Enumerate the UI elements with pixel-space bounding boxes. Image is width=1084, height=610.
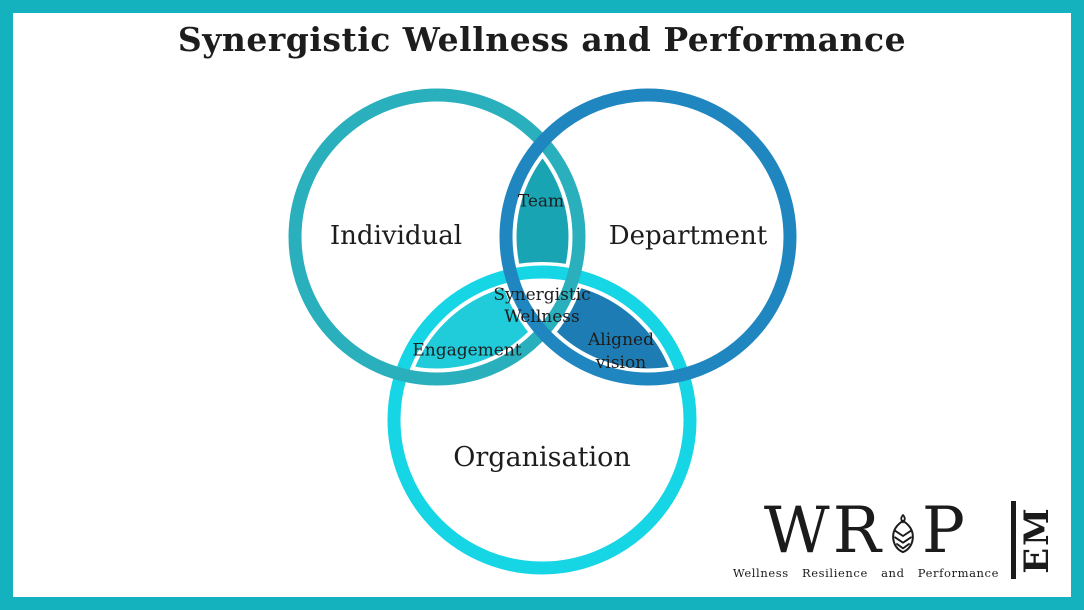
organisation-label: Organisation [453, 442, 631, 474]
aligned-vision-line1: Aligned [588, 330, 654, 350]
team-label: Team [517, 191, 565, 212]
synergistic-wellness-line1: Synergistic [493, 285, 591, 305]
logo-em-text: EM [1017, 505, 1057, 574]
individual-circle [288, 88, 586, 386]
department-label: Department [608, 220, 768, 251]
department-circle [499, 88, 797, 386]
aligned-vision-line2: vision [595, 353, 647, 373]
organisation-circle [387, 265, 697, 575]
synergistic-wellness-line2: Wellness [504, 307, 580, 327]
aligned-vision-label: Aligned vision [588, 329, 654, 375]
page-title: Synergistic Wellness and Performance [177, 20, 907, 59]
hop-cone-icon [892, 514, 914, 554]
logo-wordmark: WR P [764, 499, 968, 563]
individual-label: Individual [329, 220, 463, 251]
logo-left-block: WR P Wellness Resilience and Performance [733, 499, 999, 580]
engagement-label: Engagement [412, 340, 522, 361]
logo-letters-wr: WR [763, 494, 884, 568]
logo-letter-p: P [921, 494, 968, 568]
logo-divider-bar [1011, 500, 1016, 579]
wrp-em-logo: WR P Wellness Resilience and Performance… [733, 499, 1058, 580]
logo-tagline: Wellness Resilience and Performance [732, 566, 999, 580]
logo-em-block: EM [1016, 500, 1058, 580]
synergistic-wellness-label: Synergistic Wellness [493, 284, 590, 328]
